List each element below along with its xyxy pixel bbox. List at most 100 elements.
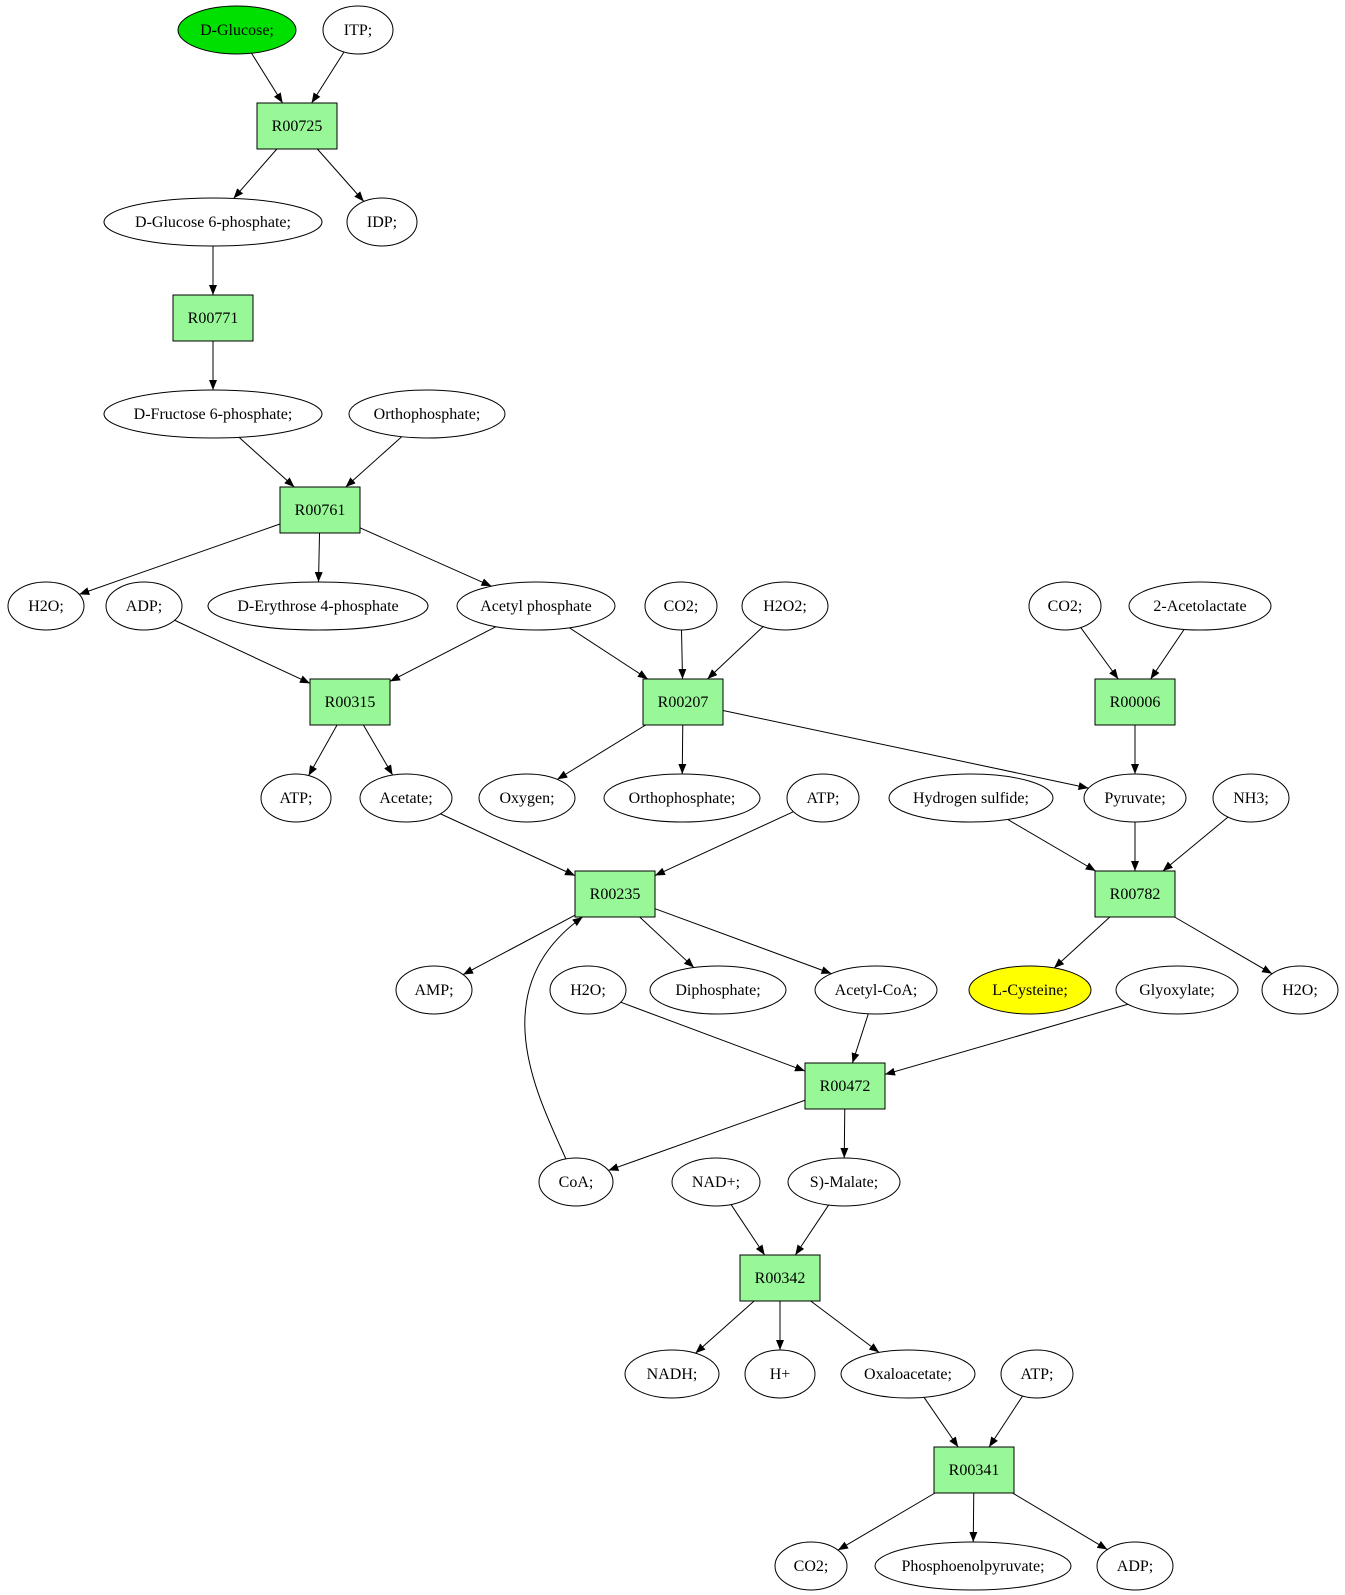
node-label: R00472 xyxy=(820,1078,871,1095)
edge-atp3-to-r00341 xyxy=(988,1395,1023,1448)
compound-ellipse xyxy=(744,1349,816,1399)
compound-ellipse xyxy=(260,773,332,823)
node-label: Oxygen; xyxy=(499,790,554,807)
node-label: NADH; xyxy=(647,1366,698,1383)
compound-ellipse xyxy=(1128,581,1272,631)
compound-ellipse xyxy=(478,773,576,823)
node-label: H2O; xyxy=(28,598,64,615)
node-label: CO2; xyxy=(664,598,699,615)
node-label: Acetate; xyxy=(379,790,432,807)
compound-node-atp1: ATP; xyxy=(260,773,332,823)
node-label: Oxaloacetate; xyxy=(864,1366,952,1383)
node-label: D-Erythrose 4-phosphate xyxy=(237,598,398,615)
reaction-box xyxy=(279,486,361,534)
edge-r00207-to-oxygen xyxy=(557,724,646,780)
compound-node-ortho1: Orthophosphate; xyxy=(348,389,506,439)
compound-ellipse xyxy=(1212,773,1290,823)
reaction-box xyxy=(309,678,391,726)
reaction-box xyxy=(804,1062,886,1110)
compound-ellipse xyxy=(888,773,1054,823)
compound-ellipse xyxy=(348,389,506,439)
node-label: Acetyl phosphate xyxy=(480,598,592,615)
edge-r00207-to-pyruvate xyxy=(722,710,1089,790)
edge-coa-to-r00235 xyxy=(524,916,583,1160)
edge-co2b-to-r00006 xyxy=(1080,627,1119,680)
compound-node-nad: NAD+; xyxy=(671,1157,761,1207)
edge-r00342-to-nadh xyxy=(695,1300,755,1354)
node-label: NH3; xyxy=(1233,790,1269,807)
reaction-box xyxy=(739,1254,821,1302)
node-label: R00725 xyxy=(272,118,323,135)
compound-node-oxygen: Oxygen; xyxy=(478,773,576,823)
edge-h2o2-to-r00207 xyxy=(707,626,764,680)
compound-ellipse xyxy=(603,773,761,823)
compound-ellipse xyxy=(207,581,429,631)
edge-r00315-to-acetate xyxy=(362,724,394,776)
node-label: Orthophosphate; xyxy=(374,406,481,423)
compound-ellipse xyxy=(103,197,323,247)
compound-ellipse xyxy=(538,1157,614,1207)
edges-layer xyxy=(79,51,1273,1551)
compound-ellipse xyxy=(346,197,418,247)
node-label: S)-Malate; xyxy=(810,1174,878,1191)
edge-r00782-to-h2o4 xyxy=(1174,916,1273,975)
compound-node-co2c: CO2; xyxy=(774,1541,848,1591)
node-label: R00782 xyxy=(1110,886,1161,903)
node-label: 2-Acetolactate xyxy=(1153,598,1246,615)
compound-ellipse xyxy=(968,965,1092,1015)
compound-node-pep: Phosphoenolpyruvate; xyxy=(874,1541,1072,1591)
compound-node-h2s: Hydrogen sulfide; xyxy=(888,773,1054,823)
compound-node-diphosphate: Diphosphate; xyxy=(649,965,787,1015)
compound-node-glyoxylate: Glyoxylate; xyxy=(1115,965,1239,1015)
node-label: ATP; xyxy=(280,790,313,807)
edge-atp2-to-r00235 xyxy=(654,811,794,876)
compound-ellipse xyxy=(840,1349,976,1399)
reaction-node-r00207: R00207 xyxy=(642,678,724,726)
compound-ellipse xyxy=(177,5,297,55)
compound-node-adp1: ADP; xyxy=(105,581,183,631)
edge-glucose-to-r00725 xyxy=(251,52,284,104)
compound-node-co2b: CO2; xyxy=(1028,581,1102,631)
reaction-node-r00725: R00725 xyxy=(256,102,338,150)
compound-node-malate: S)-Malate; xyxy=(787,1157,901,1207)
reaction-box xyxy=(1094,870,1176,918)
edge-nh3-to-r00782 xyxy=(1162,816,1229,872)
compound-node-g6p: D-Glucose 6-phosphate; xyxy=(103,197,323,247)
node-label: Orthophosphate; xyxy=(629,790,736,807)
reaction-box xyxy=(574,870,656,918)
node-label: R00235 xyxy=(590,886,641,903)
reaction-box xyxy=(172,294,254,342)
compound-node-nadh: NADH; xyxy=(624,1349,720,1399)
compound-ellipse xyxy=(1115,965,1239,1015)
node-label: Hydrogen sulfide; xyxy=(913,790,1029,807)
compound-node-acetate: Acetate; xyxy=(359,773,453,823)
node-label: R00342 xyxy=(755,1270,806,1287)
node-label: Phosphoenolpyruvate; xyxy=(901,1558,1044,1575)
node-label: D-Fructose 6-phosphate; xyxy=(134,406,293,423)
compound-ellipse xyxy=(644,581,718,631)
node-label: ATP; xyxy=(1021,1366,1054,1383)
node-label: H2O2; xyxy=(763,598,807,615)
reaction-node-r00472: R00472 xyxy=(804,1062,886,1110)
node-label: R00006 xyxy=(1110,694,1161,711)
reaction-node-r00782: R00782 xyxy=(1094,870,1176,918)
node-label: R00341 xyxy=(949,1462,1000,1479)
compound-node-atp2: ATP; xyxy=(786,773,860,823)
compound-node-coa: CoA; xyxy=(538,1157,614,1207)
compound-node-atp3: ATP; xyxy=(1000,1349,1074,1399)
compound-node-h2o3: H2O; xyxy=(549,965,627,1015)
edge-r00341-to-adp2 xyxy=(1012,1492,1108,1550)
edge-glyoxylate-to-r00472 xyxy=(884,1003,1128,1076)
compound-ellipse xyxy=(624,1349,720,1399)
compound-ellipse xyxy=(1028,581,1102,631)
edge-acetate-to-r00235 xyxy=(440,813,576,877)
edge-oxaloacetate-to-r00341 xyxy=(923,1397,959,1448)
node-label: Pyruvate; xyxy=(1104,790,1165,807)
node-label: H2O; xyxy=(570,982,606,999)
node-label: D-Glucose 6-phosphate; xyxy=(135,214,291,231)
edge-r00342-to-oxaloacetate xyxy=(810,1300,880,1353)
edge-r00315-to-atp1 xyxy=(308,724,338,776)
node-label: CoA; xyxy=(559,1174,594,1191)
compound-node-itp: ITP; xyxy=(322,5,394,55)
